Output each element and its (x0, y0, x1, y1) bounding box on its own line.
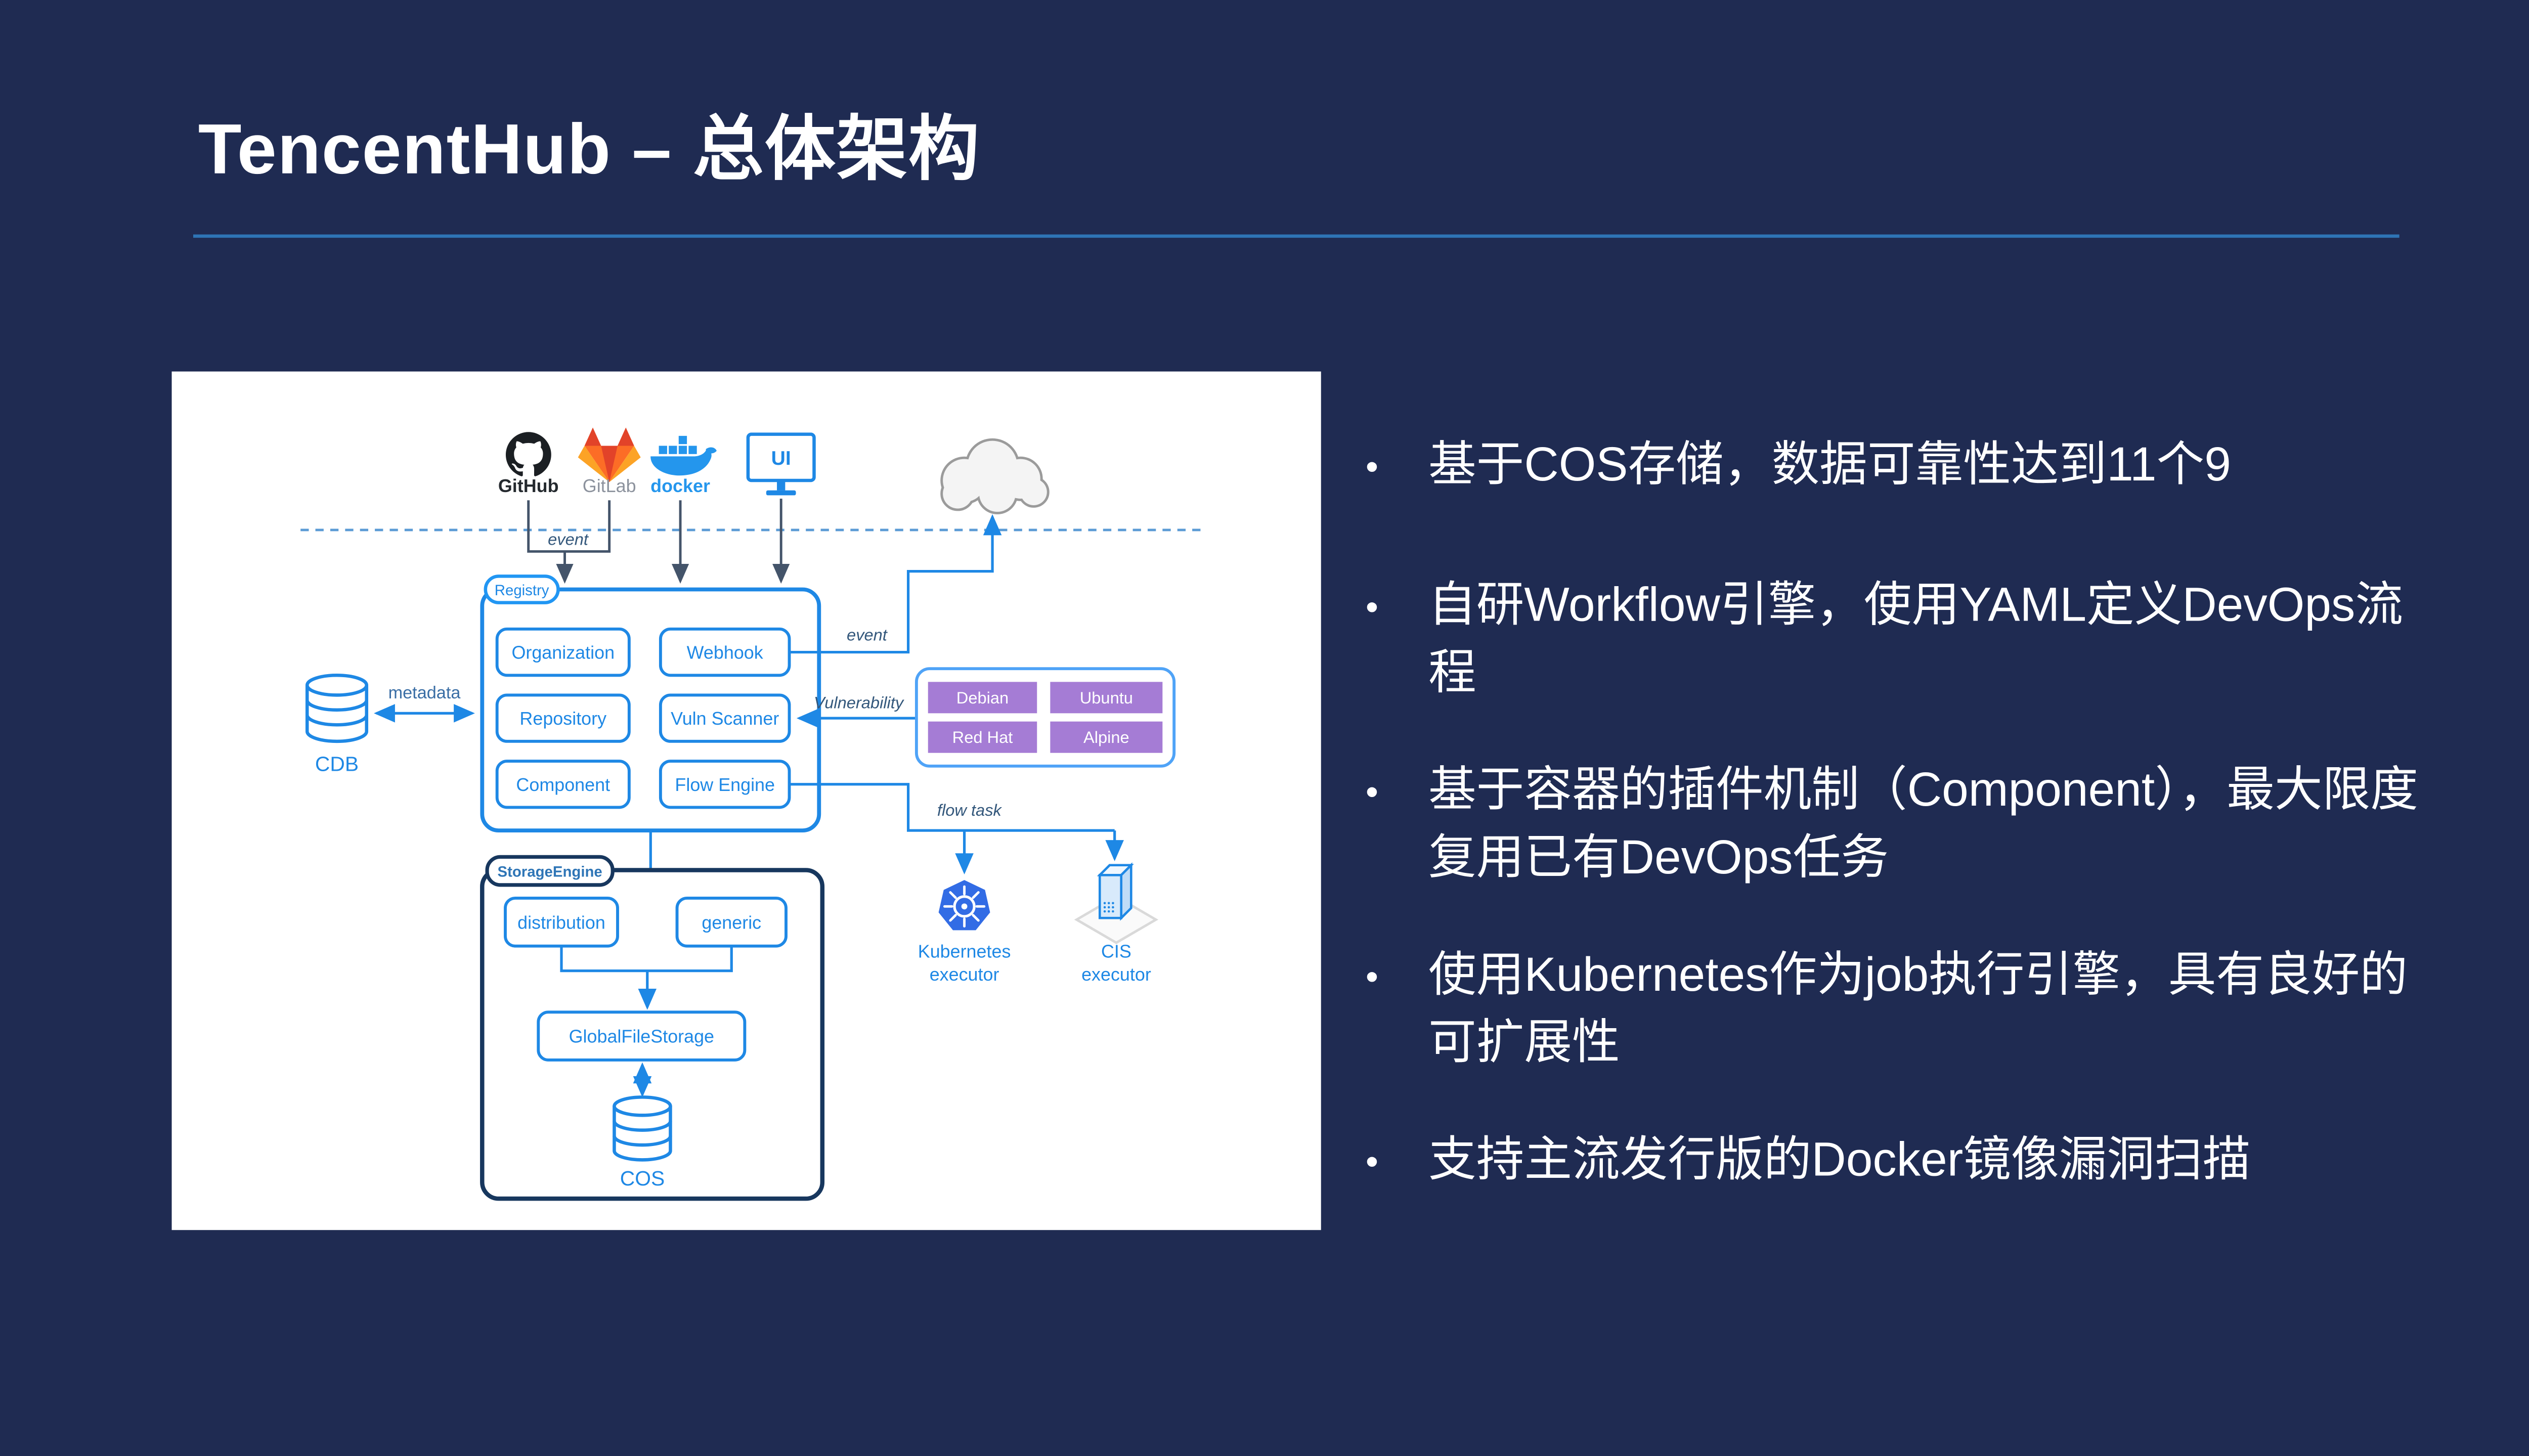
event-webhook-label: event (847, 626, 888, 644)
generic-label: generic (702, 912, 761, 933)
list-item: • 支持主流发行版的Docker镜像漏洞扫描 (1351, 1128, 2432, 1196)
bullet-dot: • (1365, 1140, 1379, 1182)
github-icon (505, 431, 552, 477)
docker-icon (650, 435, 717, 476)
organization-label: Organization (511, 642, 615, 663)
cis-executor-label-line1: CIS (1101, 941, 1131, 962)
repository-label: Repository (519, 708, 606, 729)
flow-task-wires (789, 783, 1124, 874)
cloud-icon (940, 438, 1050, 514)
event-sources-label: event (548, 530, 589, 548)
redhat-label: Red Hat (952, 728, 1013, 746)
global-file-storage-box (537, 1010, 747, 1062)
list-item: • 使用Kubernetes作为job执行引擎，具有良好的可扩展性 (1351, 943, 2432, 1078)
registry-tag-label: Registry (495, 582, 549, 599)
storage-engine-tag-label: StorageEngine (497, 864, 602, 880)
cdb-database-icon (305, 673, 369, 743)
repository-box (495, 693, 631, 743)
storage-merge-wires (560, 946, 733, 1010)
architecture-diagram: GitHub GitLab docker (300, 427, 1207, 1201)
bullet-list: • 基于COS存储，数据可靠性达到11个9 • 自研Workflow引擎，使用Y… (1351, 432, 2432, 1245)
title-underline (193, 234, 2400, 238)
k8s-executor-label-line2: executor (930, 964, 999, 985)
bullet-dot: • (1365, 586, 1379, 628)
docker-label: docker (650, 475, 710, 496)
list-item: • 自研Workflow引擎，使用YAML定义DevOps流程 (1351, 573, 2432, 709)
global-file-storage-label: GlobalFileStorage (569, 1026, 714, 1047)
list-item: • 基于容器的插件机制（Component），最大限度复用已有DevOps任务 (1351, 758, 2432, 893)
source-connectors (527, 498, 790, 584)
flow-engine-label: Flow Engine (675, 774, 775, 795)
ui-monitor-icon (746, 432, 816, 496)
ui-label: UI (771, 448, 791, 469)
flow-task-label: flow task (937, 801, 1002, 819)
cos-database-icon (613, 1095, 672, 1162)
storage-engine-tag (485, 855, 615, 887)
alpine-label: Alpine (1083, 728, 1129, 746)
debian-label: Debian (956, 688, 1009, 707)
kubernetes-icon (938, 880, 990, 931)
list-item: • 基于COS存储，数据可靠性达到11个9 (1351, 432, 2432, 500)
k8s-executor-label-line1: Kubernetes (918, 941, 1011, 962)
vuln-scanner-label: Vuln Scanner (671, 708, 779, 729)
bullet-text: 基于COS存储，数据可靠性达到11个9 (1428, 439, 2231, 492)
registry-tag (484, 575, 560, 604)
bullet-text: 使用Kubernetes作为job执行引擎，具有良好的可扩展性 (1428, 949, 2408, 1070)
metadata-label: metadata (388, 683, 461, 702)
distro-tiles (928, 682, 1163, 753)
webhook-label: Webhook (687, 642, 763, 663)
distribution-label: distribution (517, 912, 605, 933)
bullet-text: 自研Workflow引擎，使用YAML定义DevOps流程 (1428, 579, 2404, 700)
organization-box (495, 627, 631, 677)
vulnerability-label: Vulnerability (814, 693, 904, 712)
bullet-dot: • (1365, 771, 1379, 813)
cdb-label: CDB (315, 753, 359, 776)
cos-label: COS (620, 1167, 665, 1190)
github-label: GitHub (498, 475, 559, 496)
webhook-event-wire (789, 514, 1002, 654)
cis-executor-label-line2: executor (1081, 964, 1151, 985)
bullet-dot: • (1365, 446, 1379, 488)
cis-executor-icon (1074, 862, 1159, 944)
gitlab-icon (578, 427, 641, 482)
vuln-scanner-box (659, 693, 791, 743)
gitlab-label: GitLab (583, 475, 636, 496)
bullet-text: 基于容器的插件机制（Component），最大限度复用已有DevOps任务 (1428, 764, 2418, 885)
bullet-dot: • (1365, 956, 1379, 997)
ubuntu-label: Ubuntu (1080, 688, 1133, 707)
component-label: Component (516, 774, 610, 795)
component-box (495, 760, 631, 809)
architecture-diagram-panel: GitHub GitLab docker (171, 371, 1321, 1230)
page-title: TencentHub – 总体架构 (198, 110, 980, 190)
bullet-text: 支持主流发行版的Docker镜像漏洞扫描 (1428, 1134, 2251, 1187)
